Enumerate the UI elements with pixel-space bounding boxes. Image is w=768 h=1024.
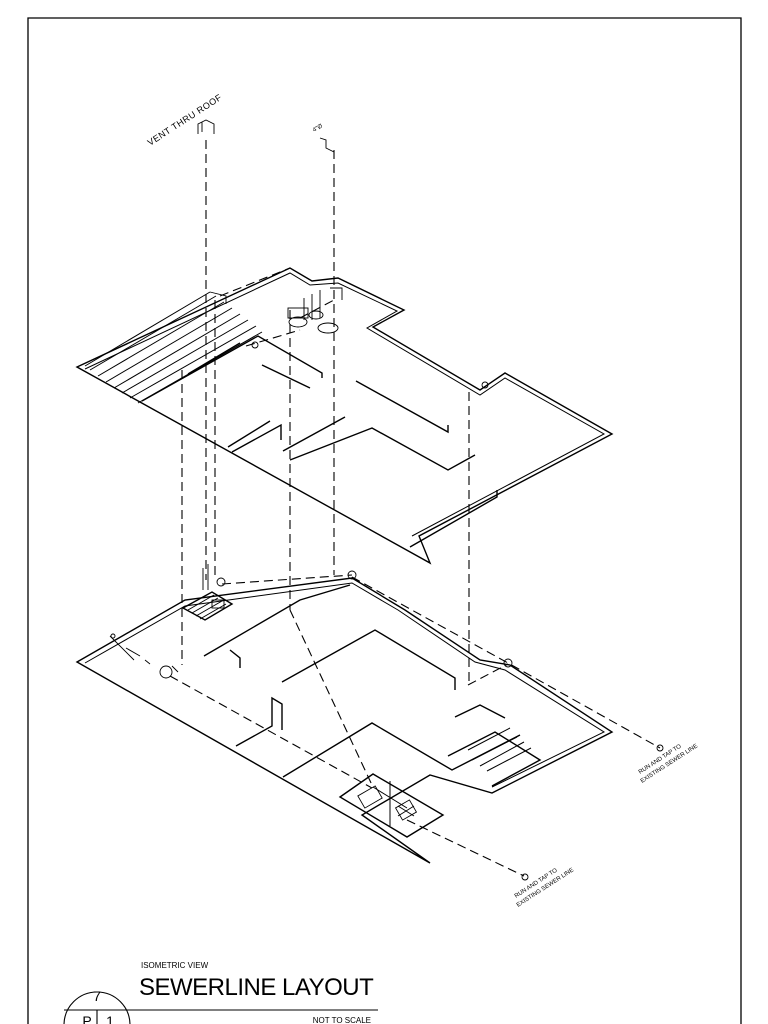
lower-partition-2 — [229, 649, 241, 668]
upper-bath-fixtures — [209, 287, 489, 389]
tap-circle-right — [656, 744, 664, 752]
sheet-prefix: P — [82, 1013, 91, 1024]
lower-main-pipe — [169, 675, 373, 789]
drawing-title: SEWERLINE LAYOUT — [139, 974, 374, 1001]
vent-thru-roof-label: VENT THRU ROOF — [146, 92, 224, 148]
outlet-pipe — [406, 819, 525, 877]
lower-partition-3 — [281, 629, 456, 690]
vent-roof-symbol — [197, 119, 335, 153]
upper-partition-4 — [355, 380, 449, 434]
sheet-border — [27, 17, 742, 1024]
upper-horizontal-pipe — [219, 267, 335, 347]
lower-partition-7 — [454, 704, 506, 719]
upper-partition-1 — [141, 335, 323, 402]
manhole-box — [338, 773, 445, 838]
title-block: 7 P 1 ISOMETRIC VIEW SEWERLINE LAYOUT NO… — [63, 961, 378, 1024]
upper-floor-outline — [75, 267, 614, 565]
upper-partition-7 — [409, 490, 498, 548]
lower-bath-fixtures — [109, 564, 513, 679]
lower-partition-5 — [282, 722, 521, 778]
lower-cross-pipe — [221, 574, 353, 585]
sewer-pipes — [169, 140, 661, 877]
branch-pipe — [289, 609, 373, 786]
upper-floor-outline-inner — [84, 272, 606, 537]
lower-partition-4 — [235, 696, 283, 747]
sheet-number: 1 — [106, 1013, 114, 1024]
upper-partition-3 — [227, 420, 271, 448]
view-type-label: ISOMETRIC VIEW — [141, 961, 209, 970]
upper-partition-5 — [282, 416, 346, 452]
vent-size-label: 4"Ø — [312, 123, 324, 133]
lower-partition-1 — [203, 584, 351, 657]
upper-floor-plan — [75, 267, 614, 565]
main-diagonal-pipe — [351, 576, 661, 749]
upper-partition-2 — [231, 423, 282, 453]
lower-floor-plan — [75, 564, 614, 864]
upper-partition-6 — [289, 427, 476, 471]
lower-partition-6 — [447, 731, 542, 787]
wc-branch-pipe — [467, 663, 509, 686]
detail-number: 7 — [93, 988, 101, 1004]
lower-floor-outline-inner — [84, 582, 606, 788]
upper-partition-8 — [187, 342, 241, 375]
lower-stair-treads — [467, 727, 532, 772]
tap-circle-bottom — [521, 873, 529, 881]
lower-floor-outline — [75, 577, 614, 864]
scale-note: NOT TO SCALE — [313, 1016, 371, 1024]
upper-partition-9 — [261, 364, 311, 389]
detail-bubble — [63, 991, 131, 1024]
